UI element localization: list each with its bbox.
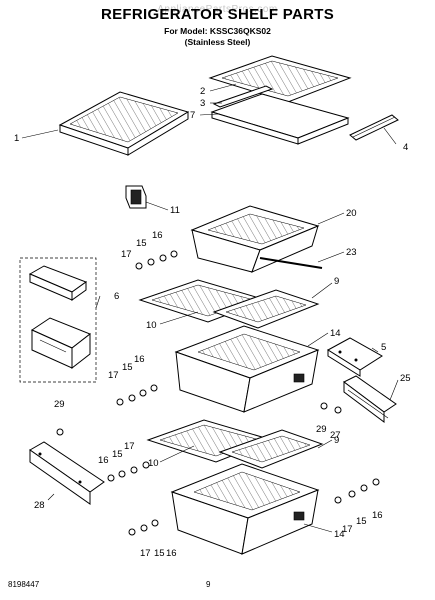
glass-shelf-part-2[interactable] [208,55,352,103]
callout-16-upper: 16 [152,230,163,241]
crisper-pan-part-14-lower[interactable] [170,463,320,555]
callout-14-lower: 14 [334,529,345,540]
screw-set-lower-left[interactable] [107,461,150,482]
page-title: REFRIGERATOR SHELF PARTS [100,6,335,23]
screw-set-bottom[interactable] [128,519,159,536]
callout-9-lower: 9 [334,435,339,446]
callout-9-upper: 9 [334,276,339,287]
shelf-frame-part-7[interactable] [210,93,350,145]
callout-17-middle: 17 [108,370,119,381]
callout-16-bottom: 16 [166,548,177,559]
callout-5: 5 [381,342,386,353]
callout-2: 2 [200,86,205,97]
callout-27: 27 [330,430,341,441]
callout-15-lower: 15 [112,449,123,460]
document-number: 8198447 [8,580,40,589]
callout-6: 6 [114,291,119,302]
finish-note: (Stainless Steel) [184,37,251,47]
callout-17-lower: 17 [124,441,135,452]
callout-3: 3 [200,98,205,109]
crisper-pan-part-20[interactable] [190,205,320,273]
crisper-cover-frame-part-9-upper[interactable] [212,289,320,329]
bracket-part-11[interactable] [125,185,147,209]
trim-strip-part-4[interactable] [349,114,399,141]
screw-set-middle[interactable] [116,384,158,406]
callout-16-lower: 16 [98,455,109,466]
callout-17-bottom: 17 [140,548,151,559]
callout-15-bottom: 15 [154,548,165,559]
callout-15-right: 15 [356,516,367,527]
slide-rail-part-28[interactable] [29,441,105,505]
bin-assembly-part-6[interactable] [19,257,97,383]
callout-29-right: 29 [316,424,327,435]
callout-23: 23 [346,247,357,258]
callout-7: 7 [190,110,195,121]
rod-part-23[interactable] [259,257,323,269]
callout-16-right: 16 [372,510,383,521]
callout-10-upper: 10 [146,320,157,331]
callout-16-middle: 16 [134,354,145,365]
shelf-rail-part-3[interactable] [212,85,274,108]
crisper-cover-frame-part-9-lower[interactable] [218,429,324,469]
callout-29-left: 29 [54,399,65,410]
screw-part-29-left[interactable] [56,428,64,436]
callout-25: 25 [400,373,411,384]
screw-set-lower-right[interactable] [334,478,380,504]
bushing-part-27[interactable] [334,406,342,414]
leader-lines [21,83,399,533]
callout-17-upper: 17 [121,249,132,260]
callout-11: 11 [170,205,180,216]
callout-10-lower: 10 [148,458,159,469]
page-number: 9 [206,580,211,589]
callout-4: 4 [403,142,408,153]
watermark-text: AppliancePartsPros.com [157,4,278,15]
glass-shelf-part-1[interactable] [58,91,190,156]
screw-part-29-right[interactable] [320,402,328,410]
callout-17-right: 17 [342,524,353,535]
cover-part-5[interactable] [327,337,383,377]
slide-rail-part-25[interactable] [343,375,397,423]
model-number: For Model: KSSC36QKS02 [164,26,271,36]
callout-20: 20 [346,208,357,219]
callout-15-upper: 15 [136,238,147,249]
callout-1: 1 [14,133,19,144]
callout-15-middle: 15 [122,362,133,373]
callout-14-upper: 14 [330,328,341,339]
crisper-pan-part-14-upper[interactable] [174,325,320,413]
screw-set-upper[interactable] [135,250,178,270]
callout-28: 28 [34,500,45,511]
